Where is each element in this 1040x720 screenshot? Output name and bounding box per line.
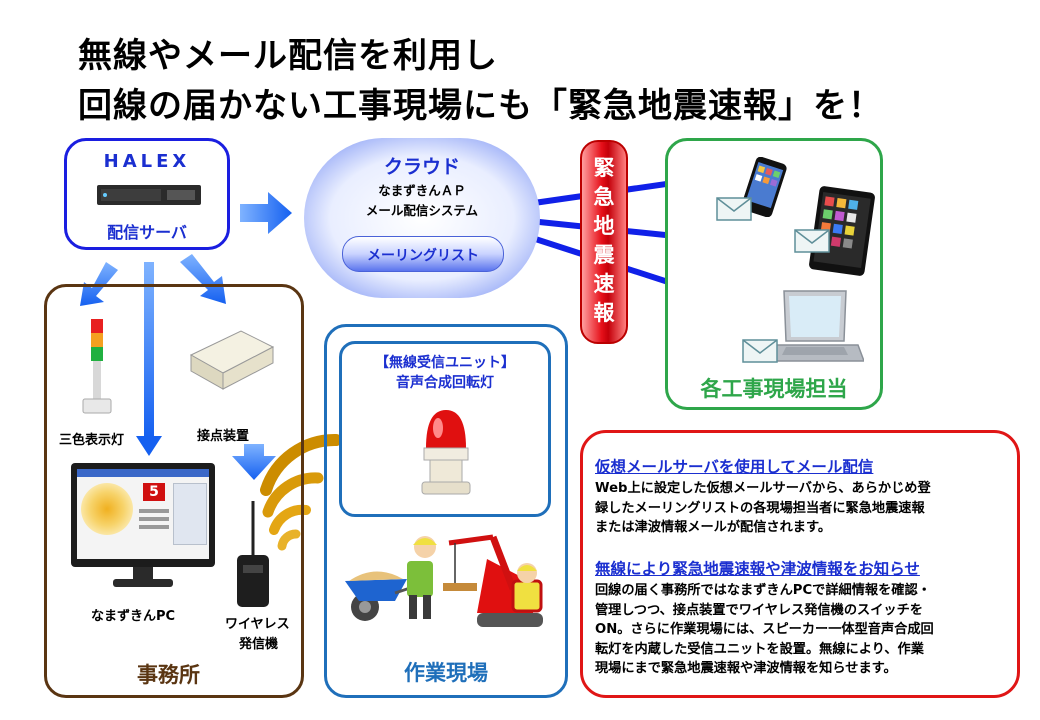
arrow-server-to-contact-device [180,254,226,304]
wireless-transmitter-icon [237,501,269,607]
info-heading-1: 仮想メールサーバを使用してメール配信 [595,458,874,476]
smartphone-icon [741,157,787,217]
envelope-icon [794,229,830,253]
alert-banner-char: 報 [593,301,615,325]
server-icon [97,185,201,205]
pc-label: なまずきんPC [91,609,176,624]
info-panel: 仮想メールサーバを使用してメール配信 Web上に設定した仮想メールサーバから、あ… [580,430,1020,698]
server-brand: HALEX [103,151,191,172]
info-body-1: Web上に設定した仮想メールサーバから、あらかじめ登 録したメーリングリストの各… [595,479,931,538]
office-box: 三色表示灯 接点装置 5 なまずきんPC ワイヤレス 発信機 事務所 [44,284,304,698]
construction-workers-icon [345,534,543,627]
info-body-2-line: 管理しつつ、接点装置でワイヤレス発信機のスイッチを [595,602,923,618]
title-line-1: 無線やメール配信を利用し [78,36,498,76]
pc-screen-value: 5 [143,483,165,501]
info-body-1-line: Web上に設定した仮想メールサーバから、あらかじめ登 [595,481,931,496]
worksite-label: 作業現場 [404,661,488,685]
envelope-icon [716,197,752,221]
receiver-unit-box: 【無線受信ユニット】 音声合成回転灯 [339,341,551,517]
arrow-server-to-pc-shaft [144,262,154,438]
receiver-unit-subtitle: 音声合成回転灯 [396,375,494,391]
office-label: 事務所 [137,663,200,687]
alert-banner: 緊急地震速報 [580,140,628,344]
server-label: 配信サーバ [107,223,187,242]
title-line-2: 回線の届かない工事現場にも「緊急地震速報」を！ [78,86,883,126]
info-body-2-line: 転灯を内蔵した受信ユニットを設置。無線により、作業 [595,641,924,657]
alert-banner-text: 緊急地震速報 [582,154,626,328]
envelope-icon [742,339,778,363]
site-managers-box: 各工事現場担当 [665,138,883,410]
wireless-label-2: 発信機 [239,637,279,652]
contact-device-icon [189,330,275,390]
cloud-title: クラウド [383,156,460,178]
receiver-unit-title: 【無線受信ユニット】 [375,355,515,371]
laptop-icon [764,290,864,362]
info-body-2-line: 現場にまで緊急地震速報や津波情報を知らせます。 [595,661,897,676]
arrow-server-to-cloud [240,192,292,234]
alert-banner-char: 急 [593,185,615,209]
tower-light-icon [82,319,112,414]
tablet-icon [809,186,875,276]
info-body-2-line: ON。さらに作業現場には、スピーカー一体型音声合成回 [595,622,934,637]
rotating-light-icon [421,410,471,495]
arrow-server-to-pc-head [136,436,162,456]
cloud-system: クラウド なまずきんＡＰ メール配信システム メーリングリスト [304,138,540,298]
info-heading-2: 無線により緊急地震速報や津波情報をお知らせ [595,560,920,578]
alert-banner-char: 震 [593,243,615,267]
alert-banner-char: 速 [593,272,615,296]
namazukin-pc-icon: 5 [71,463,215,595]
info-body-1-line: 録したメーリングリストの各現場担当者に緊急地震速報 [595,500,925,516]
tower-light-label: 三色表示灯 [59,433,125,448]
contact-device-label: 接点装置 [197,429,250,444]
alert-banner-char: 地 [593,214,615,238]
info-body-2: 回線の届く事務所ではなまずきんPCで詳細情報を確認・ 管理しつつ、接点装置でワイ… [595,581,934,679]
cloud-subtitle-2: メール配信システム [365,203,479,218]
arrow-contact-to-wireless [232,444,276,480]
worksite-box: 【無線受信ユニット】 音声合成回転灯 作業現場 [324,324,568,698]
site-managers-label: 各工事現場担当 [700,377,848,401]
server-box: HALEX 配信サーバ [64,138,230,250]
alert-banner-char: 緊 [593,156,615,180]
info-body-1-line: または津波情報メールが配信されます。 [595,520,832,535]
info-body-2-line: 回線の届く事務所ではなまずきんPCで詳細情報を確認・ [595,583,931,598]
wireless-label-1: ワイヤレス [225,617,290,632]
mailing-list-label: メーリングリスト [367,248,479,264]
mailing-list-pill: メーリングリスト [342,236,504,272]
cloud-subtitle-1: なまずきんＡＰ [378,183,466,198]
